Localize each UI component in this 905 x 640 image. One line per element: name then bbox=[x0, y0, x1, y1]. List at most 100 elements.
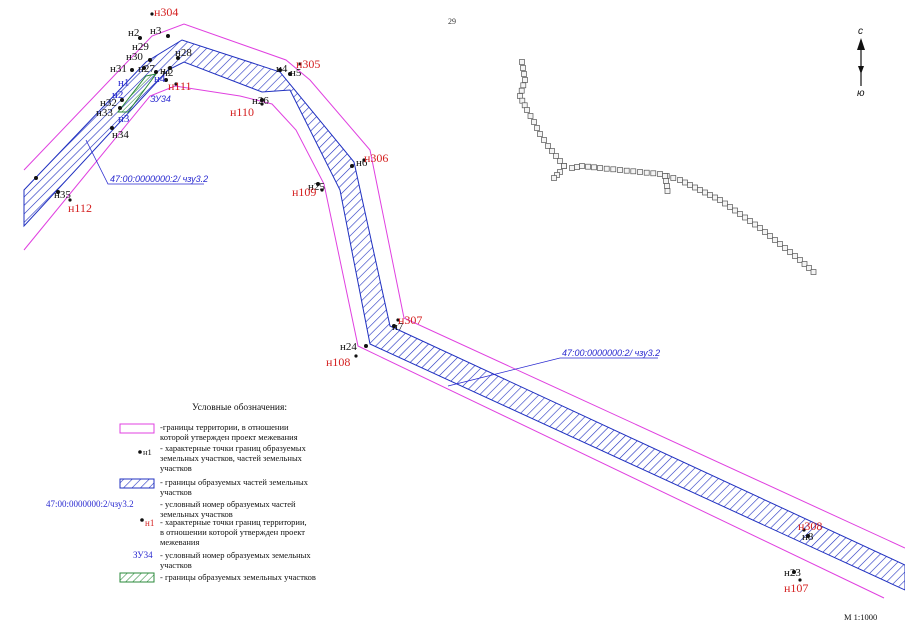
label-n27: н27 bbox=[138, 63, 155, 75]
blue-point-labels: н1 н2 н3 н4 ЗУ34 bbox=[112, 73, 171, 125]
legend-item-6-marker: ЗУ34 bbox=[133, 550, 153, 560]
label-n35: н35 bbox=[54, 189, 71, 201]
chain-square bbox=[692, 184, 698, 191]
chain-square bbox=[687, 182, 693, 188]
legend-item-5-marker: н1 bbox=[145, 518, 154, 528]
territory-boundary bbox=[23, 23, 905, 599]
chain-square bbox=[603, 165, 610, 172]
label-n24: н24 bbox=[340, 341, 357, 353]
page-number: 29 bbox=[448, 17, 456, 26]
chain-square bbox=[810, 269, 817, 275]
chain-square bbox=[522, 77, 528, 83]
chain-square bbox=[534, 125, 540, 131]
chain-square bbox=[662, 173, 668, 179]
chain-square bbox=[545, 143, 551, 149]
blue-n2: н2 bbox=[112, 89, 123, 101]
chain-square bbox=[650, 170, 657, 177]
chain-square bbox=[531, 119, 537, 125]
legend-item-4-marker: 47:00:0000000:2/чзу3.2 bbox=[46, 499, 134, 509]
chain-square bbox=[702, 189, 708, 196]
chain-square bbox=[617, 167, 623, 173]
label-n7: н7 bbox=[392, 321, 404, 333]
north-arrow: с ю bbox=[857, 26, 865, 99]
chain-square bbox=[801, 261, 808, 267]
scale-label: М 1:1000 bbox=[844, 612, 877, 622]
label-n3-top: н3 bbox=[150, 25, 162, 37]
chain-square bbox=[519, 97, 526, 104]
legend-pink-swatch bbox=[119, 423, 155, 434]
square-chain bbox=[517, 59, 817, 275]
compass-north: с bbox=[858, 26, 863, 37]
chain-square bbox=[772, 237, 778, 243]
chain-square bbox=[557, 169, 563, 175]
legend-green-swatch bbox=[119, 572, 155, 583]
label-n4-black: н4 bbox=[276, 63, 288, 75]
blue-n4: н4 bbox=[154, 73, 166, 85]
chain-square bbox=[707, 192, 713, 198]
label-n107: н107 bbox=[784, 581, 808, 595]
chain-square bbox=[677, 177, 683, 183]
label-n6: н6 bbox=[356, 157, 368, 169]
label-n26: н26 bbox=[252, 95, 269, 107]
label-n108: н108 bbox=[326, 355, 350, 369]
label-n307: н307 bbox=[398, 313, 422, 327]
plot-label: ЗУ34 bbox=[150, 94, 171, 104]
label-n8: н8 bbox=[802, 531, 814, 543]
chain-square bbox=[732, 207, 738, 214]
chain-square bbox=[637, 169, 643, 175]
red-points bbox=[68, 12, 806, 582]
chain-square bbox=[630, 168, 637, 175]
chain-square bbox=[521, 102, 528, 109]
label-n29: н29 bbox=[132, 41, 149, 53]
chain-square bbox=[757, 225, 763, 231]
part-label-1: 47:00:0000000:2/ чзу3.2 bbox=[110, 174, 208, 184]
chain-square bbox=[610, 166, 617, 173]
chain-square bbox=[762, 229, 768, 235]
chain-square bbox=[722, 200, 728, 207]
chain-square bbox=[557, 158, 563, 164]
chain-square bbox=[549, 148, 555, 154]
label-n110: н110 bbox=[230, 105, 254, 119]
chain-square bbox=[519, 59, 525, 65]
label-n111: н111 bbox=[168, 79, 192, 93]
chain-square bbox=[521, 71, 527, 77]
chain-square bbox=[518, 87, 525, 94]
label-n32: н32 bbox=[100, 97, 117, 109]
chain-square bbox=[664, 183, 670, 189]
label-n2-black: н2 bbox=[162, 67, 173, 79]
label-n1-black: н1 bbox=[160, 65, 171, 77]
red-point-labels: н304 н305 н306 н307 н308 н111 н110 н109 … bbox=[68, 5, 822, 595]
label-n308: н308 bbox=[798, 519, 822, 533]
chain-square bbox=[663, 178, 669, 184]
chain-square bbox=[767, 233, 773, 239]
chain-square bbox=[777, 241, 783, 247]
chain-square bbox=[541, 137, 547, 143]
label-n109: н109 bbox=[292, 185, 316, 199]
label-n112: н112 bbox=[68, 201, 92, 215]
chain-square bbox=[520, 65, 526, 71]
chain-square bbox=[782, 245, 788, 251]
blue-n1: н1 bbox=[118, 77, 129, 89]
chain-square bbox=[517, 93, 523, 99]
leader-lines bbox=[85, 139, 658, 387]
part-label-2: 47:00:0000000:2/ чзу3.2 bbox=[562, 348, 660, 358]
chain-square bbox=[569, 165, 575, 171]
blue-n3: н3 bbox=[118, 113, 130, 125]
chain-square bbox=[697, 187, 703, 193]
legend-blue-swatch bbox=[119, 478, 155, 489]
chain-square bbox=[579, 163, 585, 169]
label-n31: н31 bbox=[110, 63, 127, 75]
legend-item-5: - характерные точки границ территории,в … bbox=[160, 517, 307, 547]
legend-title: Условные обозначения: bbox=[192, 402, 287, 413]
chain-square bbox=[643, 169, 650, 176]
chain-square bbox=[585, 163, 591, 170]
chain-square bbox=[561, 163, 567, 169]
chain-square bbox=[524, 107, 530, 113]
chain-square bbox=[797, 257, 803, 263]
black-points bbox=[34, 34, 810, 574]
part-strip bbox=[23, 39, 905, 591]
